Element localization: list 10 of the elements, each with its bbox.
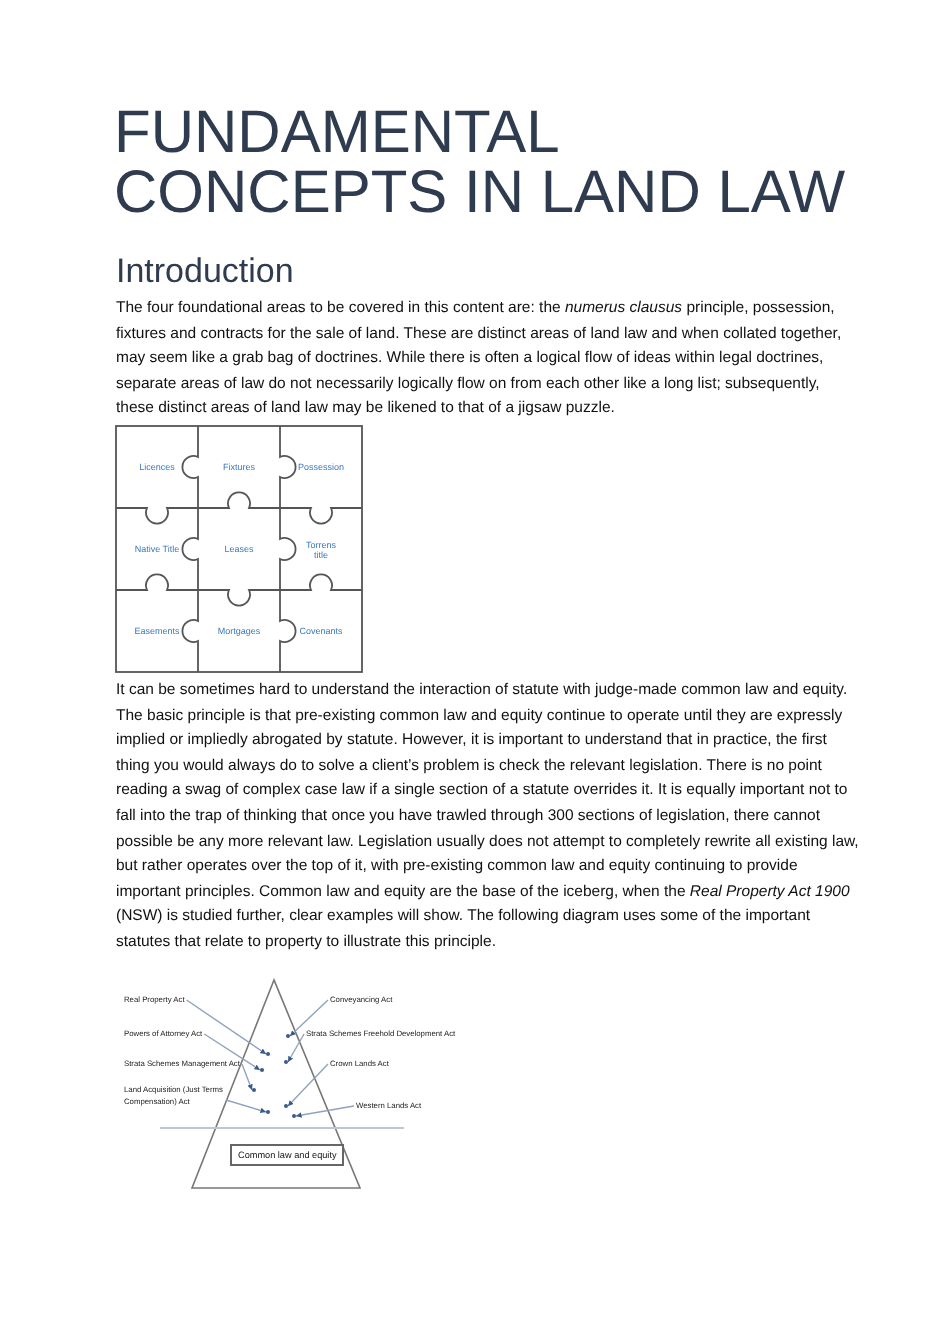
- leader-line: [203, 1033, 261, 1071]
- leader-line: [287, 1063, 329, 1107]
- section-heading: Introduction: [116, 252, 294, 292]
- leader-line: [295, 1105, 355, 1118]
- leader-line: [241, 1063, 253, 1091]
- leader-line: [225, 1099, 267, 1114]
- page-title: FUNDAMENTAL CONCEPTS IN LAND LAW: [114, 104, 848, 224]
- leader-line: [287, 1033, 305, 1063]
- leader-line: [185, 999, 267, 1055]
- leader-line: [289, 999, 329, 1037]
